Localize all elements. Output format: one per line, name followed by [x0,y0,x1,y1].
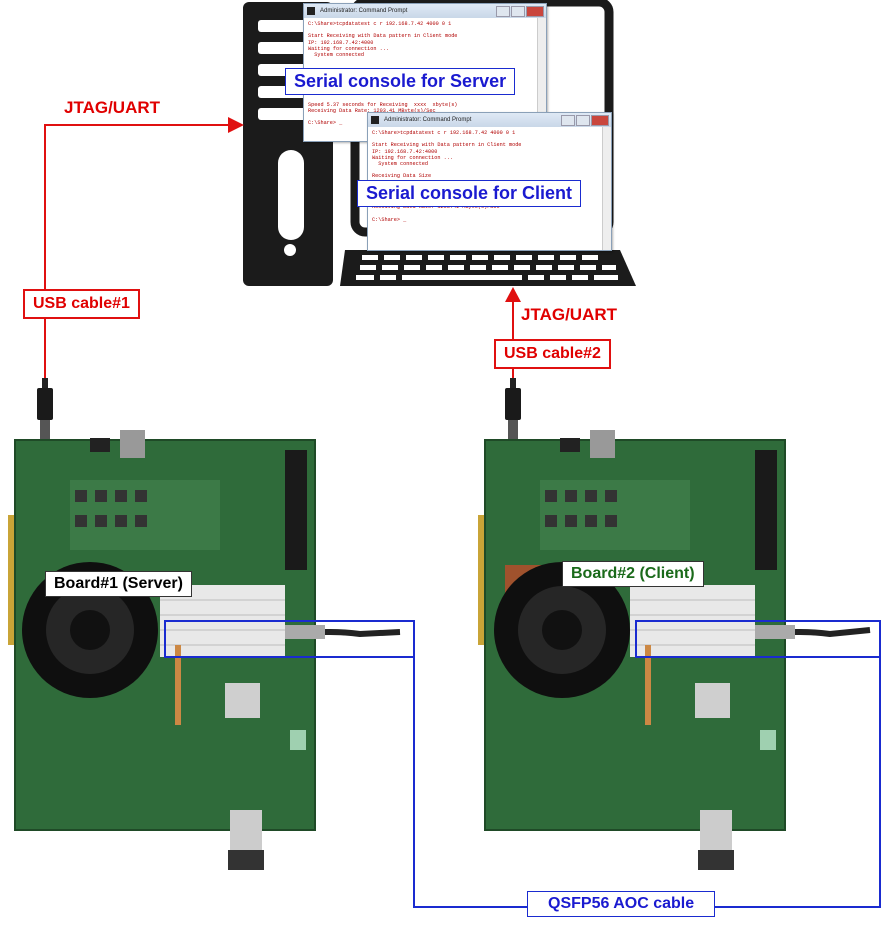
close-icon[interactable] [526,6,544,17]
client-console-title: Administrator: Command Prompt [384,117,472,123]
jtag-uart-label-right: JTAG/UART [521,305,618,324]
minimize-icon[interactable] [561,115,575,126]
maximize-icon[interactable] [511,6,525,17]
serial-console-client-label: Serial console for Client [357,180,582,207]
server-console-titlebar: Administrator: Command Prompt [304,4,546,18]
maximize-icon[interactable] [576,115,590,126]
usb-cable-1-label: USB cable#1 [23,289,140,319]
arrow-up-icon [505,287,521,302]
fpga-board-1 [8,430,401,870]
terminal-icon [371,116,379,124]
server-console-title: Administrator: Command Prompt [320,8,408,14]
minimize-icon[interactable] [496,6,510,17]
close-icon[interactable] [591,115,609,126]
usb-cable-2-label: USB cable#2 [494,339,611,369]
usb-plug-right-icon [505,378,521,440]
serial-console-server-label: Serial console for Server [285,68,516,95]
usb-plug-left-icon [37,378,53,440]
qsfp56-aoc-cable-label: QSFP56 AOC cable [527,891,716,917]
client-console-scrollbar[interactable] [602,127,611,250]
client-console-titlebar: Administrator: Command Prompt [368,113,611,127]
board-1-label: Board#1 (Server) [45,571,192,597]
server-console-output: C:\Share>tcpdatatest c r 192.168.7.42 40… [308,21,458,127]
jtag-uart-label-left: JTAG/UART [64,98,161,117]
client-console-output: C:\Share>tcpdatatest c r 192.168.7.42 40… [372,130,522,223]
terminal-icon [307,7,315,15]
arrow-right-icon [228,117,244,133]
fpga-board-2 [478,430,871,870]
server-console-scrollbar[interactable] [537,18,546,141]
board-2-label: Board#2 (Client) [562,561,704,587]
